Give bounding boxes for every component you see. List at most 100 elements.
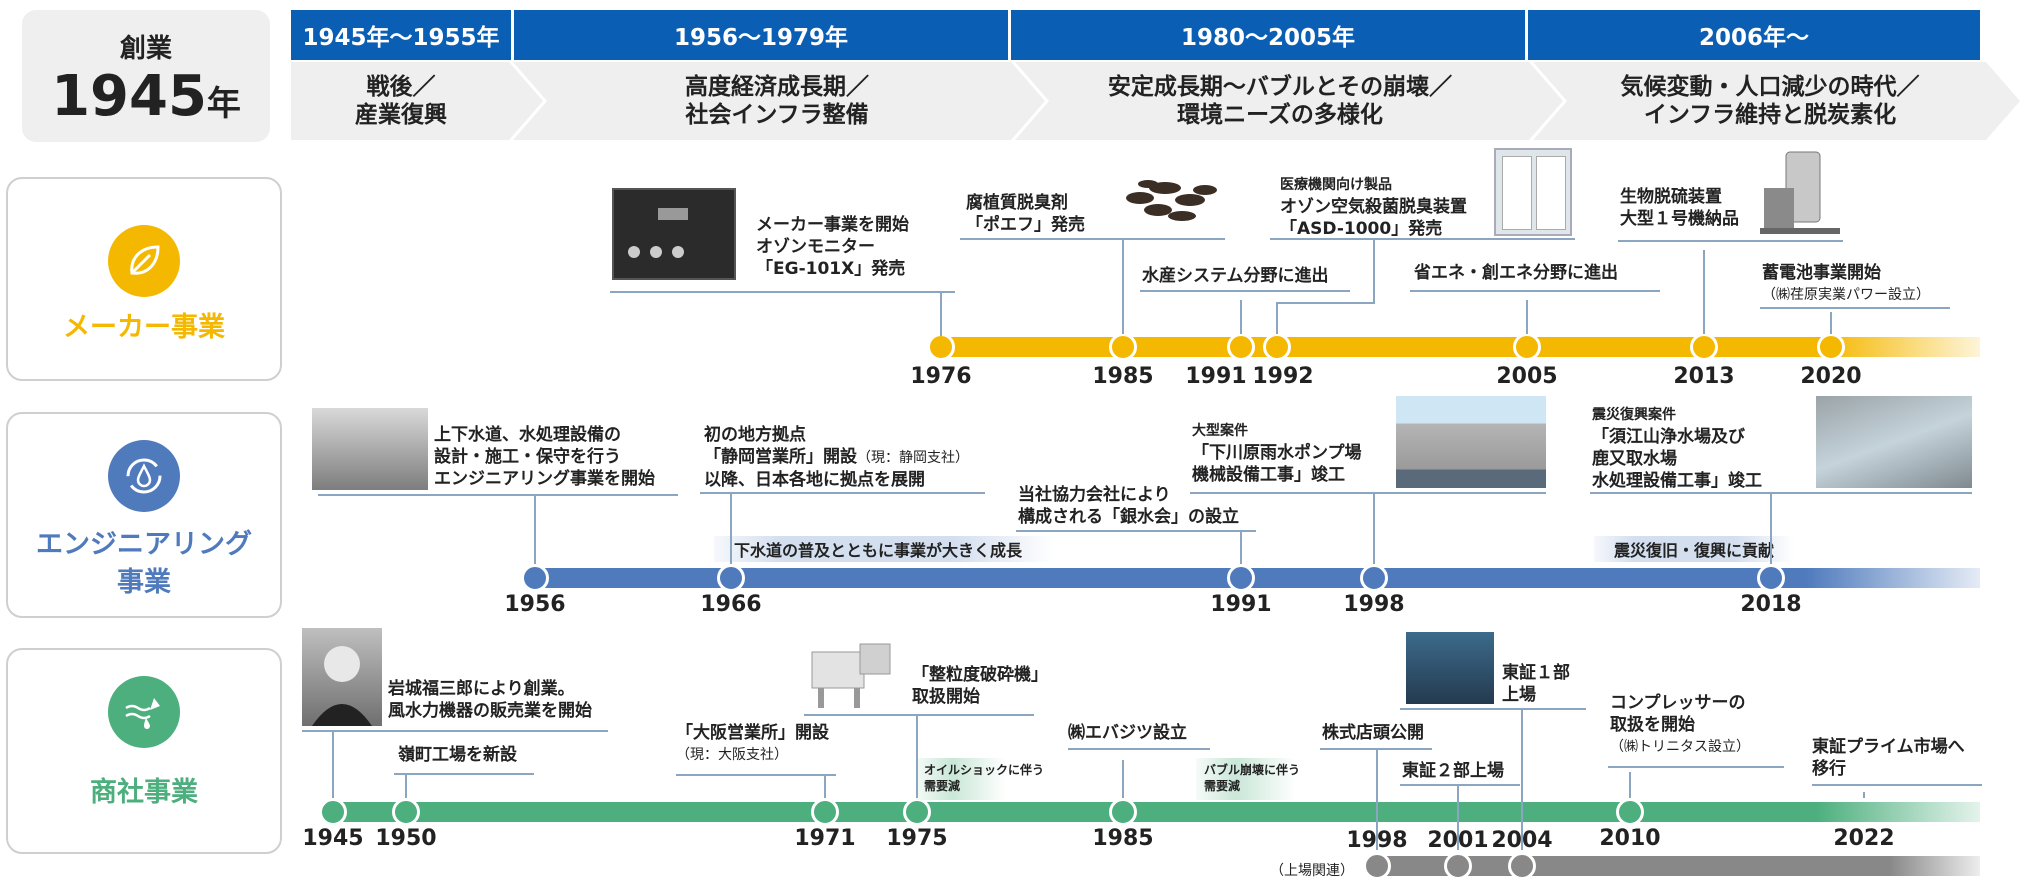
crusher-machine-photo	[804, 640, 894, 710]
eng-track	[534, 568, 1980, 588]
connector	[1703, 250, 1705, 334]
maker-event-1992: 医療機関向け製品オゾン空気殺菌脱臭装置「ASD-1000」発売	[1280, 177, 1467, 239]
eng-dot	[1757, 564, 1785, 592]
wind-water-icon	[108, 676, 180, 748]
maker-dot	[1227, 333, 1255, 361]
connector	[405, 775, 407, 798]
eng-year: 1966	[700, 592, 762, 617]
trade-bubble-note: バブル崩壊に伴う需要減	[1204, 763, 1301, 793]
underline	[1608, 766, 1784, 768]
underline	[1016, 530, 1256, 532]
era-body-2: 高度経済成長期／社会インフラ整備	[685, 74, 869, 128]
maker-event-2013: 生物脱硫装置大型１号機納品	[1620, 187, 1739, 229]
eng-event-1966: 初の地方拠点「静岡営業所」開設（現：静岡支社）以降、日本各地に拠点を展開	[704, 425, 969, 490]
underline	[1400, 784, 1520, 786]
era-chevron-bg	[291, 62, 2020, 140]
maker-year: 1976	[910, 364, 972, 389]
listing-ceremony-photo	[1406, 632, 1494, 704]
underline	[960, 238, 1225, 240]
trade-event-1945: 岩城福三郎により創業。風水力機器の販売業を開始	[388, 679, 592, 721]
bubble-band	[1196, 758, 1296, 800]
underline	[302, 730, 608, 732]
maker-dot	[1109, 333, 1137, 361]
founder-portrait-photo	[302, 628, 382, 726]
connector	[824, 776, 826, 798]
connector	[1276, 304, 1278, 334]
underline	[1590, 492, 1972, 494]
era-body-1: 戦後／産業復興	[355, 74, 447, 128]
bio-desulfurization-photo	[1760, 148, 1840, 236]
trade-event-1985: ㈱エバジツ設立	[1068, 723, 1187, 743]
trade-year: 2022	[1833, 826, 1895, 851]
underline	[318, 494, 678, 496]
connector	[1521, 710, 1523, 850]
underline	[394, 773, 534, 775]
trade-event-1975: 「整粒度破砕機」取扱開始	[912, 665, 1048, 707]
maker-dot	[927, 333, 955, 361]
underline	[1760, 307, 1950, 309]
listing-dot	[1508, 852, 1536, 880]
maker-year: 1985	[1092, 364, 1154, 389]
eng-event-1998: 大型案件「下川原雨水ポンプ場機械設備工事」竣工	[1192, 423, 1362, 485]
maker-dot	[1817, 333, 1845, 361]
pump-station-photo	[1396, 396, 1546, 488]
maker-year: 1992	[1252, 364, 1314, 389]
connector	[534, 496, 536, 564]
eng-band-growth: 下水道の普及とともに事業が大きく成長	[714, 536, 1054, 562]
eng-event-2018: 震災復興案件「須江山浄水場及び鹿又取水場水処理設備工事」竣工	[1592, 407, 1762, 491]
trade-oil-note: オイルショックに伴う需要減	[924, 763, 1045, 793]
underline	[1618, 240, 1843, 242]
connector	[1629, 772, 1631, 798]
connector	[1240, 532, 1242, 564]
trade-event-1950: 嶺町工場を新設	[398, 745, 517, 765]
maker-dot	[1690, 333, 1718, 361]
eng-event-1991: 当社協力会社により構成される「銀水会」の設立	[1018, 485, 1239, 527]
trade-year: 1950	[375, 826, 437, 851]
era-head-4: 2006年〜	[1528, 10, 1980, 60]
eng-band-recovery: 震災復旧・復興に貢献	[1594, 536, 1794, 562]
listing-event-2004: 東証１部上場	[1502, 663, 1570, 705]
trade-dot	[319, 798, 347, 826]
maker-event-1991: 水産システム分野に進出	[1142, 266, 1329, 286]
founding-box: 創業 1945年	[22, 10, 270, 142]
maker-event-1985: 腐植質脱臭剤「ポエフ」発売	[966, 193, 1085, 235]
trade-year: 2010	[1599, 826, 1661, 851]
maker-event-2020: 蓄電池事業開始（㈱荏原実業パワー設立）	[1762, 263, 1930, 303]
founding-label: 創業	[119, 34, 172, 64]
listing-event-2001: 東証２部上場	[1402, 761, 1504, 781]
eng-dot	[521, 564, 549, 592]
maker-event-2005: 省エネ・創エネ分野に進出	[1414, 263, 1618, 283]
connector	[1863, 792, 1865, 798]
connector	[1373, 494, 1375, 564]
connector	[332, 732, 334, 798]
row-label-maker: メーカー事業	[6, 177, 282, 381]
eng-year: 2018	[1740, 592, 1802, 617]
era-head-3: 1980〜2005年	[1011, 10, 1525, 60]
connector	[730, 494, 732, 564]
eng-dot	[1227, 564, 1255, 592]
row-label-trade: 商社事業	[6, 648, 282, 854]
underline	[1812, 784, 1982, 786]
connector	[916, 716, 918, 798]
connector	[1376, 750, 1378, 850]
underline	[1400, 708, 1586, 710]
era-head-2: 1956〜1979年	[514, 10, 1008, 60]
asd1000-photo	[1494, 148, 1572, 236]
maker-dot	[1513, 333, 1541, 361]
connector	[1240, 300, 1242, 334]
underline	[1410, 290, 1660, 292]
trade-event-2022: 東証プライム市場へ移行	[1812, 737, 1965, 779]
eng-year: 1991	[1210, 592, 1272, 617]
underline	[804, 714, 1034, 716]
underline	[1140, 290, 1350, 292]
maker-event-1976: メーカー事業を開始オゾンモニター「EG-101X」発売	[756, 215, 909, 279]
underline	[1190, 492, 1546, 494]
trade-dot	[811, 798, 839, 826]
underline	[610, 291, 955, 293]
trade-dot	[903, 798, 931, 826]
era-body-4: 気候変動・人口減少の時代／インフラ維持と脱炭素化	[1620, 74, 1920, 128]
era-body-3: 安定成長期〜バブルとその崩壊／環境ニーズの多様化	[1107, 74, 1453, 128]
maker-track	[940, 337, 1980, 357]
connector	[1373, 238, 1375, 304]
deodorant-pellets-photo	[1120, 168, 1220, 228]
